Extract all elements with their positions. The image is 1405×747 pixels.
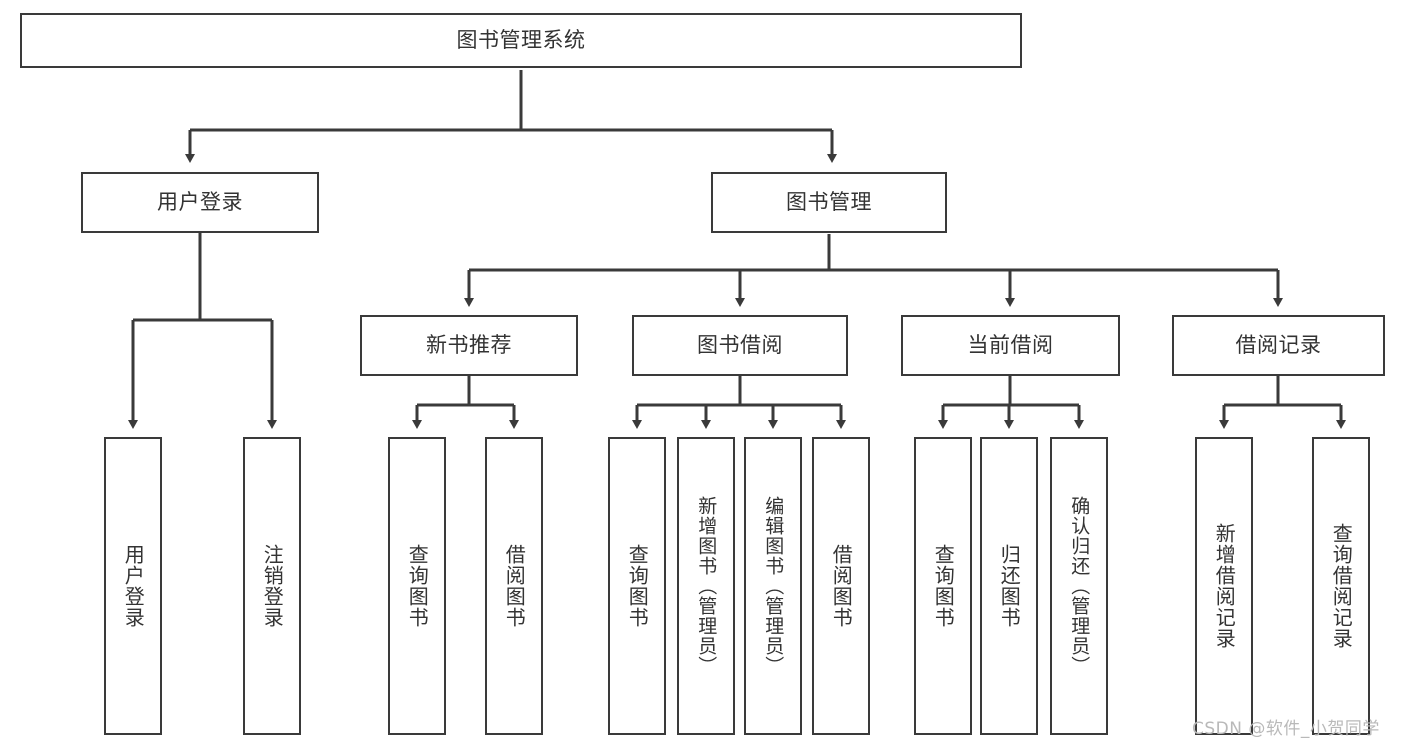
node-user-login[interactable]: 用户登录 [81, 172, 319, 233]
node-leaf-query-record[interactable]: 查询借阅记录 [1312, 437, 1370, 735]
node-current-borrow-label: 当前借阅 [967, 333, 1054, 358]
node-leaf-borrow-book-2-label: 借阅图书 [829, 544, 854, 628]
node-leaf-query-book-1[interactable]: 查询图书 [388, 437, 446, 735]
node-leaf-query-book-3[interactable]: 查询图书 [914, 437, 972, 735]
node-leaf-borrow-book-1-label: 借阅图书 [502, 544, 527, 628]
node-current-borrow[interactable]: 当前借阅 [901, 315, 1120, 376]
node-leaf-user-login-label: 用户登录 [121, 544, 146, 628]
node-leaf-confirm-return-label: 确认归还（管理员） [1068, 496, 1091, 676]
node-leaf-add-record-label: 新增借阅记录 [1212, 523, 1237, 649]
node-new-book-recommend[interactable]: 新书推荐 [360, 315, 578, 376]
node-leaf-query-book-1-label: 查询图书 [405, 544, 430, 628]
node-root-label: 图书管理系统 [456, 28, 586, 53]
node-book-borrow[interactable]: 图书借阅 [632, 315, 848, 376]
node-leaf-add-book[interactable]: 新增图书（管理员） [677, 437, 735, 735]
node-book-borrow-label: 图书借阅 [697, 333, 783, 358]
node-leaf-logout[interactable]: 注销登录 [243, 437, 301, 735]
node-leaf-edit-book-label: 编辑图书（管理员） [762, 496, 785, 676]
node-leaf-borrow-book-2[interactable]: 借阅图书 [812, 437, 870, 735]
node-book-manage[interactable]: 图书管理 [711, 172, 947, 233]
node-borrow-record-label: 借阅记录 [1235, 333, 1322, 358]
node-leaf-add-record[interactable]: 新增借阅记录 [1195, 437, 1253, 735]
node-leaf-edit-book[interactable]: 编辑图书（管理员） [744, 437, 802, 735]
node-leaf-query-book-3-label: 查询图书 [931, 544, 956, 628]
node-leaf-query-book-2-label: 查询图书 [625, 544, 650, 628]
node-book-manage-label: 图书管理 [786, 190, 872, 215]
node-new-book-recommend-label: 新书推荐 [426, 333, 512, 358]
node-leaf-query-record-label: 查询借阅记录 [1329, 523, 1354, 649]
node-leaf-logout-label: 注销登录 [260, 544, 285, 628]
node-leaf-return-book-label: 归还图书 [997, 544, 1022, 628]
node-borrow-record[interactable]: 借阅记录 [1172, 315, 1385, 376]
node-user-login-label: 用户登录 [157, 190, 243, 215]
watermark-text: CSDN @软件_小贺同学 [1192, 719, 1380, 739]
node-leaf-return-book[interactable]: 归还图书 [980, 437, 1038, 735]
node-root[interactable]: 图书管理系统 [20, 13, 1022, 68]
node-leaf-query-book-2[interactable]: 查询图书 [608, 437, 666, 735]
node-leaf-user-login[interactable]: 用户登录 [104, 437, 162, 735]
node-leaf-add-book-label: 新增图书（管理员） [695, 496, 718, 676]
node-leaf-confirm-return[interactable]: 确认归还（管理员） [1050, 437, 1108, 735]
node-leaf-borrow-book-1[interactable]: 借阅图书 [485, 437, 543, 735]
